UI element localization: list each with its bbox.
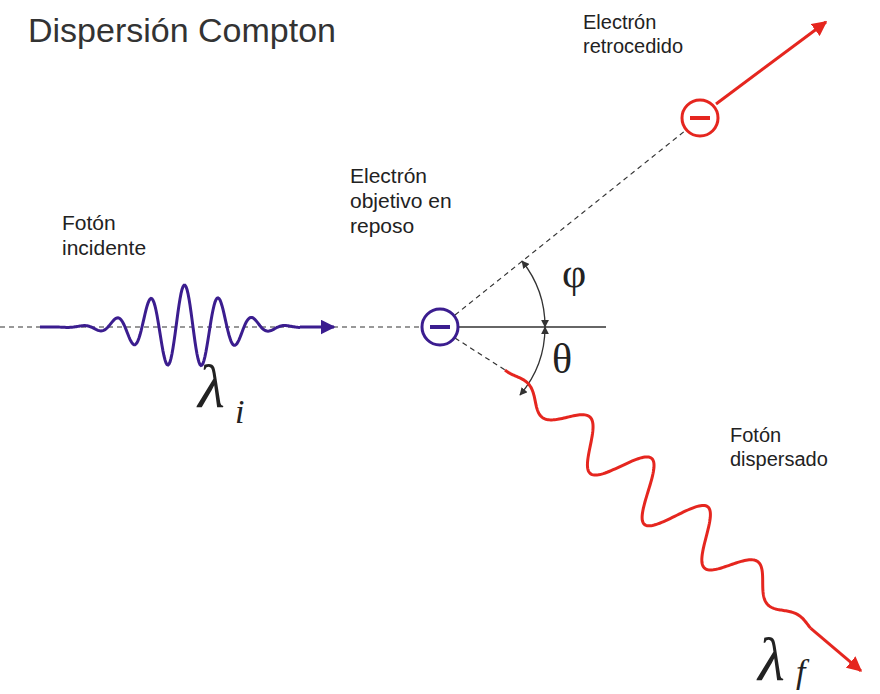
target-electron [422,309,458,345]
reference-line [459,326,606,328]
phi-arc [522,261,545,327]
particle-label: Electrón retrocedido [583,10,708,58]
wavelength-symbol: λ [198,355,225,417]
recoil-direction [455,130,686,315]
angle-symbol: θ [552,338,572,380]
theta-arc [520,327,545,395]
incident-wave [40,285,300,365]
angle-symbol: φ [562,252,586,294]
incident-arrow [300,326,334,329]
minus-sign [690,116,710,120]
wavelength-subscript: f [796,655,805,689]
scattered-direction [455,338,505,370]
particle-label: Fotón incidente [62,210,167,260]
scattered-wave [487,349,828,649]
diagram-title: Dispersión Compton [28,10,336,51]
wavelength-subscript: i [235,395,244,429]
recoil-electron [682,100,718,136]
recoil-arrow [716,22,826,104]
wavelength-symbol: λ [758,628,785,690]
scattered-arrow [811,628,861,671]
particle-label: Fotón dispersado [730,423,850,471]
particle-label: Electrón objetivo en reposo [350,163,468,239]
minus-sign [430,325,450,329]
